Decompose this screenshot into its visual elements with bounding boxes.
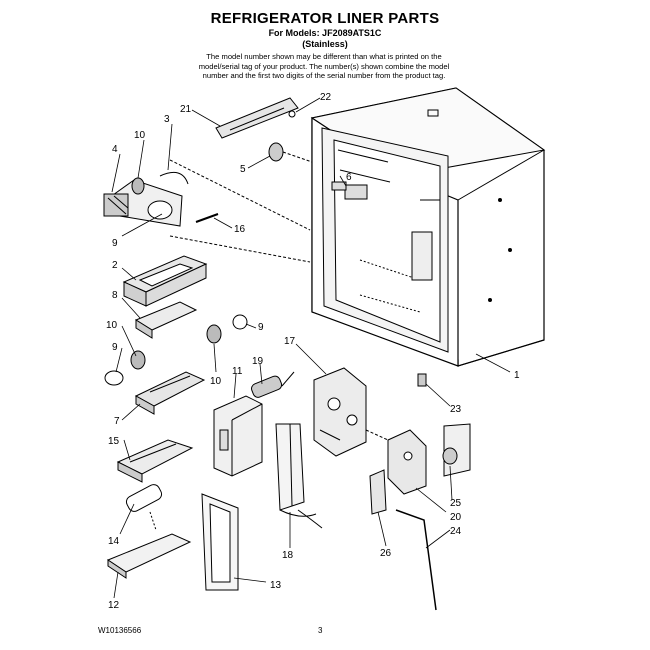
part-9-bulb-right bbox=[232, 314, 248, 330]
part-2-housing bbox=[122, 255, 208, 307]
callouts: 21 22 3 10 4 5 6 16 9 2 8 10 9 9 10 11 1… bbox=[106, 92, 520, 611]
callout-9-right: 9 bbox=[258, 322, 264, 333]
callout-21: 21 bbox=[180, 104, 192, 115]
callout-13: 13 bbox=[270, 580, 282, 591]
callout-26: 26 bbox=[380, 548, 392, 559]
part-25-cover bbox=[442, 423, 471, 477]
part-14-bulb bbox=[125, 484, 163, 531]
part-10-socket-top bbox=[131, 177, 145, 195]
part-8-lens bbox=[134, 301, 198, 339]
page-title: REFRIGERATOR LINER PARTS bbox=[210, 10, 440, 27]
callout-10-left: 10 bbox=[106, 320, 118, 331]
part-24-rod bbox=[395, 509, 437, 611]
part-3-cover bbox=[159, 159, 311, 231]
part-19-sensor bbox=[251, 371, 295, 398]
part-1-liner bbox=[310, 87, 546, 367]
callout-7: 7 bbox=[114, 416, 120, 427]
document-number: W10136566 bbox=[98, 626, 142, 635]
leader-lines bbox=[111, 97, 511, 599]
callout-9-left: 9 bbox=[112, 342, 118, 353]
part-21-bracket bbox=[215, 97, 299, 139]
part-5-socket bbox=[268, 142, 313, 163]
part-16-wire bbox=[169, 213, 311, 263]
part-10-socket-middle bbox=[206, 324, 222, 344]
part-7-lower-housing bbox=[134, 371, 206, 415]
part-17-control-assembly bbox=[313, 367, 367, 457]
callout-11: 11 bbox=[232, 366, 243, 377]
callout-19: 19 bbox=[252, 356, 264, 367]
callout-17: 17 bbox=[284, 336, 296, 347]
page-number: 3 bbox=[318, 626, 323, 635]
callout-22: 22 bbox=[320, 92, 332, 103]
callout-16: 16 bbox=[234, 224, 246, 235]
part-12-lens bbox=[106, 533, 192, 579]
callout-1: 1 bbox=[514, 370, 520, 381]
model-line: For Models: JF2089ATS1C bbox=[268, 28, 382, 38]
callout-10-mid: 10 bbox=[210, 376, 222, 387]
callout-10-top: 10 bbox=[134, 130, 146, 141]
callout-18: 18 bbox=[282, 550, 294, 561]
part-23-screw bbox=[417, 373, 427, 387]
callout-2: 2 bbox=[112, 260, 118, 271]
callout-5: 5 bbox=[240, 164, 246, 175]
part-4-light-housing bbox=[103, 179, 183, 227]
part-18-duct bbox=[275, 423, 323, 529]
callout-15: 15 bbox=[108, 436, 120, 447]
callout-14: 14 bbox=[108, 536, 120, 547]
callout-23: 23 bbox=[450, 404, 462, 415]
callout-24: 24 bbox=[450, 526, 462, 537]
part-20-hinge bbox=[365, 429, 427, 495]
callout-25: 25 bbox=[450, 498, 462, 509]
variant-line: (Stainless) bbox=[302, 39, 348, 49]
part-22-screw bbox=[288, 110, 296, 118]
callout-12: 12 bbox=[108, 600, 120, 611]
part-26-clip bbox=[369, 469, 387, 515]
callout-4: 4 bbox=[112, 144, 118, 155]
callout-20: 20 bbox=[450, 512, 462, 523]
callout-9-top: 9 bbox=[112, 238, 118, 249]
callout-6: 6 bbox=[346, 172, 352, 183]
callout-3: 3 bbox=[164, 114, 170, 125]
part-13-panel bbox=[201, 493, 239, 591]
part-15-housing bbox=[116, 439, 194, 483]
model-note: The model number shown may be different … bbox=[198, 52, 450, 81]
part-11-control-housing bbox=[213, 395, 263, 477]
callout-8: 8 bbox=[112, 290, 118, 301]
part-9-bulb-left bbox=[104, 350, 146, 386]
